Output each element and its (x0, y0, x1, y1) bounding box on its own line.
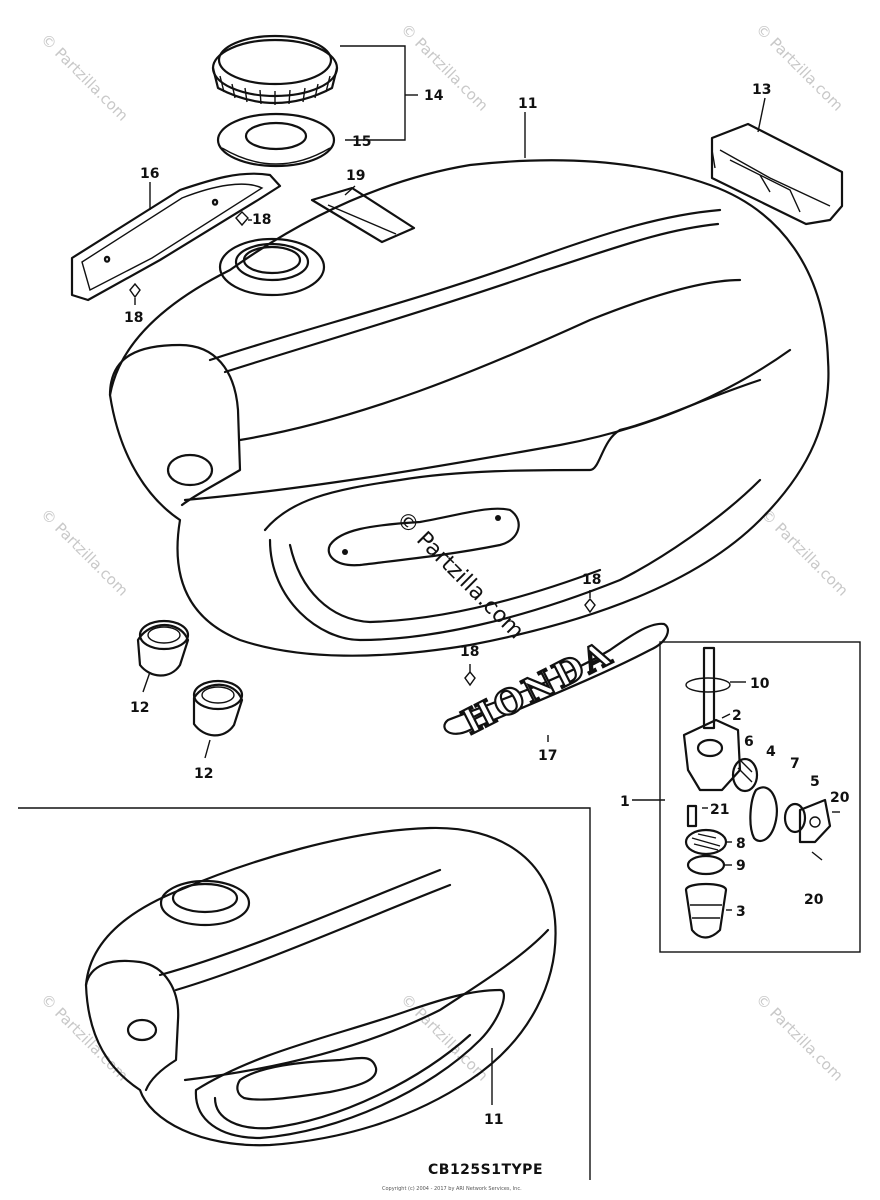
callout-2: 2 (732, 708, 742, 724)
callouts: 11 13 14 15 16 19 18 18 18 18 12 12 17 1… (124, 82, 850, 1128)
callout-20: 20 (804, 892, 824, 908)
callout-19: 19 (346, 168, 365, 184)
callout-6: 6 (744, 734, 754, 750)
emblem-text: HONDA (456, 633, 620, 743)
callout-11: 11 (518, 96, 537, 112)
leader-lines (134, 97, 766, 1105)
callout-20: 20 (830, 790, 850, 806)
watermark-text: © Partzilla.com (397, 20, 492, 115)
watermark-text: © Partzilla.com (752, 20, 847, 115)
callout-15: 15 (352, 134, 371, 150)
callout-bracket-14-15 (340, 45, 418, 141)
variant-frame (18, 807, 591, 1180)
watermark-text: © Partzilla.com (752, 990, 847, 1085)
fuel-tank-variant (84, 826, 557, 1147)
callout-21: 21 (710, 802, 729, 818)
callout-7: 7 (790, 756, 800, 772)
honda-emblem: HONDA (443, 622, 669, 744)
callout-16: 16 (140, 166, 159, 182)
callout-18: 18 (124, 310, 143, 326)
callout-13: 13 (752, 82, 771, 98)
watermark-text: © Partzilla.com (37, 505, 132, 600)
callout-11: 11 (484, 1112, 503, 1128)
fuel-cap (211, 34, 339, 105)
clips (129, 211, 596, 687)
knee-grip-rubber (710, 122, 844, 226)
watermark-text: © Partzilla.com (37, 30, 132, 125)
emblem-rubber: o o (70, 172, 282, 302)
callout-12: 12 (194, 766, 213, 782)
callout-9: 9 (736, 858, 746, 874)
callout-10: 10 (750, 676, 770, 692)
callout-18: 18 (460, 644, 479, 660)
watermark-text: © Partzilla.com (757, 505, 852, 600)
cushion-rubber-upper (136, 619, 190, 677)
fuel-valve-box (659, 641, 861, 953)
variant-type-label: CB125S1TYPE (428, 1162, 543, 1178)
callout-8: 8 (736, 836, 746, 852)
center-watermark: © Partzilla.com (391, 507, 529, 645)
callout-1: 1 (620, 794, 630, 810)
callout-12: 12 (130, 700, 149, 716)
callout-18: 18 (252, 212, 271, 228)
callout-14: 14 (424, 88, 444, 104)
callout-18: 18 (582, 572, 601, 588)
callout-4: 4 (766, 744, 776, 760)
cap-gasket (216, 112, 336, 168)
svg-text:o: o (104, 254, 110, 265)
svg-text:o: o (212, 197, 218, 208)
cushion-rubber-lower (192, 679, 244, 737)
callout-5: 5 (810, 774, 820, 790)
footer-fine-print: Copyright (c) 2004 - 2017 by ARI Network… (382, 1186, 522, 1192)
callout-3: 3 (736, 904, 746, 920)
callout-17: 17 (538, 748, 557, 764)
fuel-tank-main (108, 159, 830, 657)
